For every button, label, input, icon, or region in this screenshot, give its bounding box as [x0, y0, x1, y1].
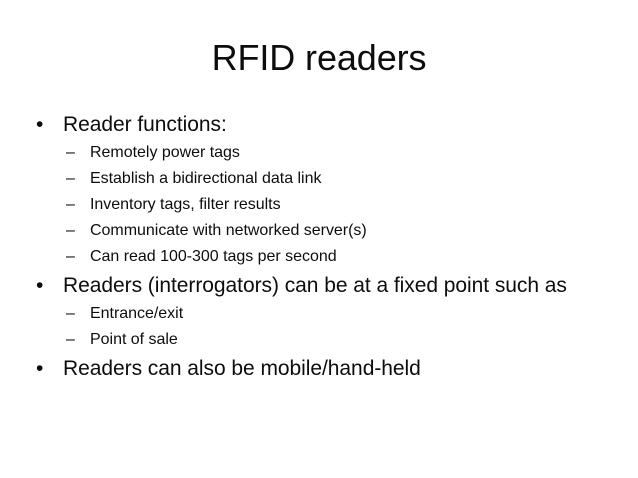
bullet-level2-text: Communicate with networked server(s): [90, 222, 367, 239]
bullet-level2-text: Establish a bidirectional data link: [90, 170, 322, 187]
bullet-group: • Readers (interrogators) can be at a fi…: [0, 270, 638, 353]
bullet-level2-text: Remotely power tags: [90, 144, 240, 161]
bullet-dash-icon: –: [66, 222, 75, 239]
bullet-level1-text: Readers (interrogators) can be at a fixe…: [63, 274, 567, 297]
bullet-dot-icon: •: [36, 274, 44, 297]
bullet-dot-icon: •: [36, 113, 44, 136]
bullet-group: • Reader functions: – Remotely power tag…: [0, 109, 638, 270]
bullet-level2: – Inventory tags, filter results: [0, 192, 638, 218]
slide-body: • Reader functions: – Remotely power tag…: [0, 109, 638, 384]
bullet-level1: • Readers can also be mobile/hand-held: [0, 353, 638, 384]
bullet-level2-text: Point of sale: [90, 331, 178, 348]
bullet-level1: • Readers (interrogators) can be at a fi…: [0, 270, 638, 301]
bullet-dash-icon: –: [66, 170, 75, 187]
bullet-group: • Readers can also be mobile/hand-held: [0, 353, 638, 384]
bullet-level1-text: Reader functions:: [63, 113, 227, 136]
bullet-level2: – Entrance/exit: [0, 301, 638, 327]
bullet-dash-icon: –: [66, 305, 75, 322]
bullet-level1: • Reader functions:: [0, 109, 638, 140]
bullet-level2: – Point of sale: [0, 327, 638, 353]
bullet-dot-icon: •: [36, 357, 44, 380]
bullet-dash-icon: –: [66, 331, 75, 348]
bullet-level2: – Establish a bidirectional data link: [0, 166, 638, 192]
bullet-level2: – Can read 100-300 tags per second: [0, 244, 638, 270]
bullet-dash-icon: –: [66, 248, 75, 265]
bullet-level2-text: Inventory tags, filter results: [90, 196, 281, 213]
bullet-level2-text: Can read 100-300 tags per second: [90, 248, 337, 265]
bullet-level2: – Communicate with networked server(s): [0, 218, 638, 244]
bullet-level2: – Remotely power tags: [0, 140, 638, 166]
bullet-level2-text: Entrance/exit: [90, 305, 184, 322]
bullet-dash-icon: –: [66, 196, 75, 213]
page-title: RFID readers: [211, 37, 427, 78]
bullet-level1-text: Readers can also be mobile/hand-held: [63, 357, 421, 380]
bullet-dash-icon: –: [66, 144, 75, 161]
